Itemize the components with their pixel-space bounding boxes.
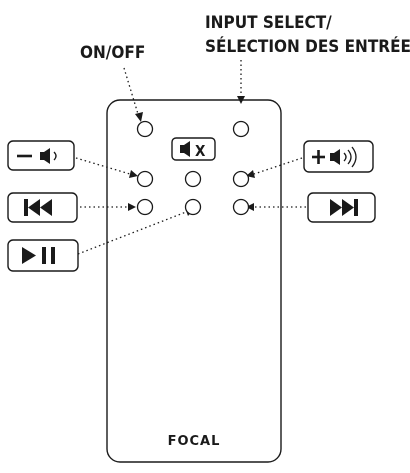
previous-callout [7,192,78,223]
next-button[interactable] [232,198,250,216]
skip-next-icon [330,199,358,216]
remote-body [106,99,282,463]
arrow-next [246,203,254,211]
leader-volume-down [75,157,131,175]
mute-callout: X [171,137,216,161]
on-off-label: ON/OFF [80,43,145,63]
play-pause-callout [7,239,79,272]
power-button[interactable] [136,120,154,138]
skip-previous-icon [24,199,52,216]
volume-down-button[interactable] [136,170,154,188]
arrow-volume-down [129,170,138,178]
arrow-input-select [237,96,245,104]
mute-x-glyph: X [195,142,206,160]
input-select-label-line2: SÉLECTION DES ENTRÉES [205,35,410,57]
volume-up-callout [303,140,374,173]
leader-play-pause [77,211,187,255]
next-callout [307,192,376,223]
volume-up-button[interactable] [232,170,250,188]
speaker-mute-icon [180,141,190,157]
brand-logo: FOCAL [168,434,221,449]
volume-down-callout [7,140,75,171]
input-select-label-line1: INPUT SELECT/ [205,13,332,33]
volume-up-icon [312,146,357,168]
previous-button[interactable] [136,198,154,216]
arrow-on-off [135,112,143,122]
input-select-button[interactable] [232,120,250,138]
remote-buttons [136,120,250,216]
leader-lines [75,60,306,255]
play-pause-button[interactable] [184,198,202,216]
volume-down-icon [17,148,57,164]
mute-button[interactable] [184,170,202,188]
arrow-previous [128,203,136,211]
play-pause-icon [22,247,55,264]
